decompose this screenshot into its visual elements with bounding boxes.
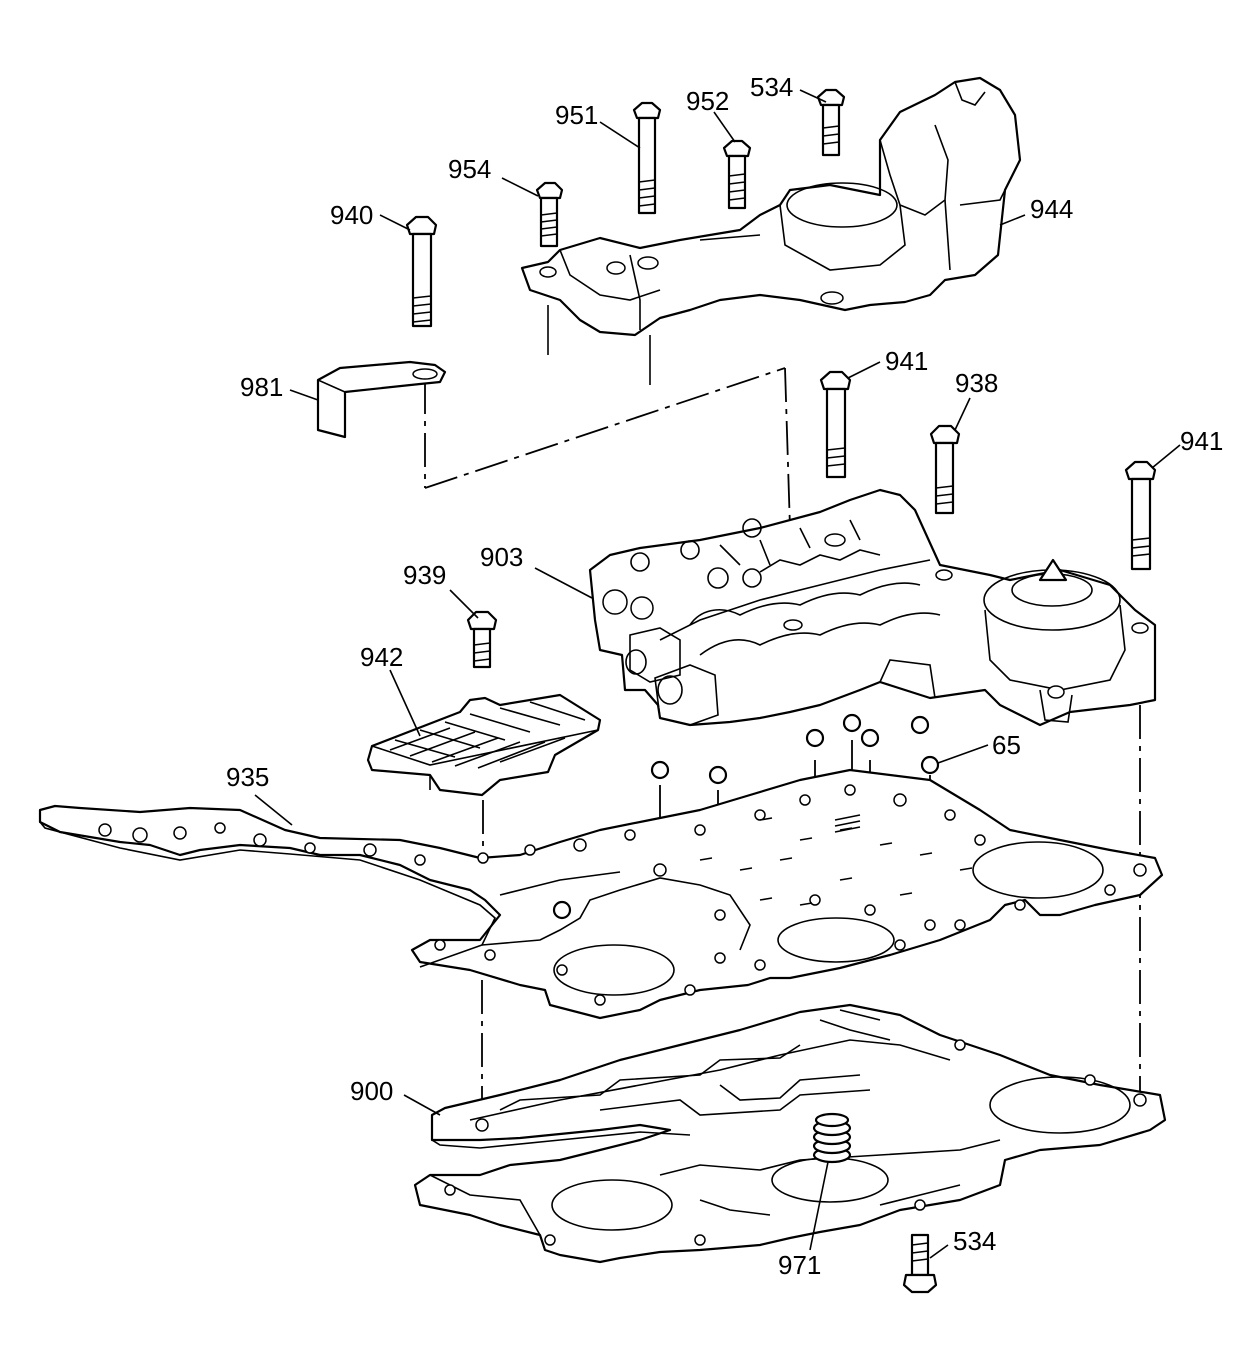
callout-935: 935: [226, 762, 269, 792]
check-balls-65: [552, 713, 940, 920]
callout-938: 938: [955, 368, 998, 398]
callout-534-top: 534: [750, 72, 793, 102]
bolt-939: [466, 610, 498, 669]
callout-940: 940: [330, 200, 373, 230]
callout-954: 954: [448, 154, 491, 184]
callout-971: 971: [778, 1250, 821, 1280]
bolt-938: [929, 424, 961, 515]
callout-534-bottom: 534: [953, 1226, 996, 1256]
filter-screen-942: [366, 693, 602, 797]
solenoid-body-cover: [520, 76, 1022, 337]
bolt-534-bottom: [902, 1233, 938, 1294]
callout-942: 942: [360, 642, 403, 672]
spring-971: [812, 1112, 852, 1164]
separator-plate-935: [38, 768, 1164, 1020]
callout-903: 903: [480, 542, 523, 572]
callout-981: 981: [240, 372, 283, 402]
callout-labels: 951 952 534 954 940 944 981 941 938 941 …: [226, 72, 1223, 1280]
callout-939: 939: [403, 560, 446, 590]
bolt-954: [535, 181, 564, 248]
bolt-951: [632, 101, 662, 215]
callout-65: 65: [992, 730, 1021, 760]
callout-951: 951: [555, 100, 598, 130]
bracket-981: [316, 360, 447, 439]
bolt-952: [722, 139, 752, 210]
callout-941-left: 941: [885, 346, 928, 376]
callout-941-right: 941: [1180, 426, 1223, 456]
bolt-941-left: [819, 370, 852, 479]
leader-lines: [254, 89, 1181, 1259]
callout-952: 952: [686, 86, 729, 116]
callout-944: 944: [1030, 194, 1073, 224]
bolt-534-top: [816, 88, 846, 157]
bolt-941-right: [1124, 460, 1157, 571]
control-valve-body: [588, 488, 1157, 727]
lower-valve-body-900: [413, 1003, 1167, 1264]
callout-900: 900: [350, 1076, 393, 1106]
bolt-940: [405, 215, 438, 328]
